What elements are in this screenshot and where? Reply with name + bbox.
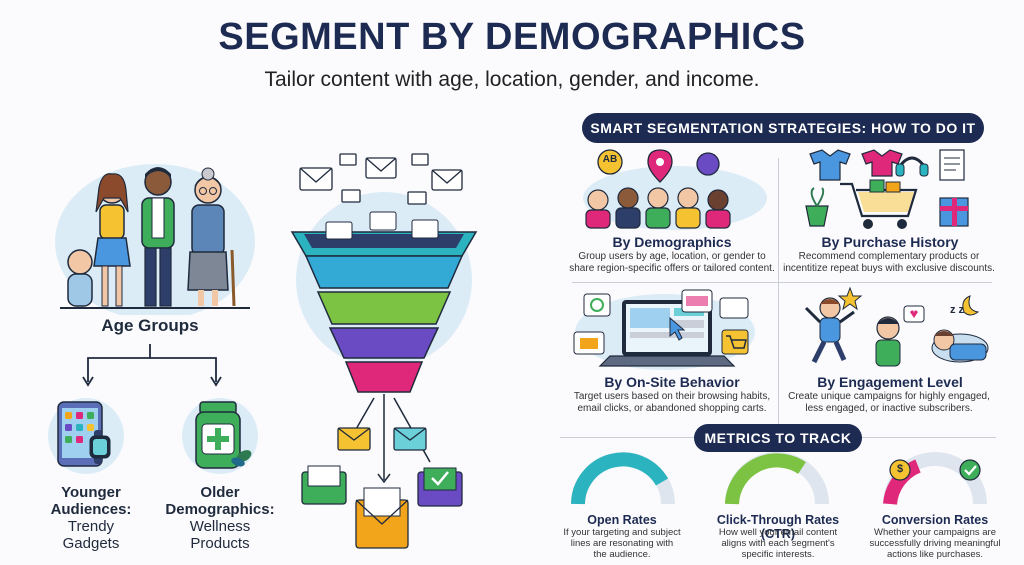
open-rates-gauge bbox=[571, 452, 675, 505]
email-funnel-illustration bbox=[290, 153, 478, 549]
conversion-rates-title: Conversion Rates bbox=[881, 513, 989, 527]
by-purchase-history-title: By Purchase History bbox=[821, 234, 959, 250]
family-illustration bbox=[55, 164, 255, 315]
strategies-heading: SMART SEGMENTATION STRATEGIES: HOW TO DO… bbox=[582, 113, 984, 143]
ctr-gauge bbox=[725, 452, 829, 505]
by-engagement-level-title: By Engagement Level bbox=[817, 374, 963, 390]
page-subtitle: Tailor content with age, location, gende… bbox=[264, 68, 760, 91]
conversion-rates-desc: Whether your campaigns are successfully … bbox=[869, 527, 1001, 560]
tablet-watch-icon bbox=[48, 398, 124, 474]
dollar-icon: $ bbox=[896, 463, 904, 475]
laptop-browsing-icon bbox=[573, 289, 755, 370]
sleep-zz-label: z z bbox=[950, 304, 965, 316]
by-demographics-title: By Demographics bbox=[612, 234, 732, 250]
ctr-title: Click-Through Rates (CTR) bbox=[716, 513, 840, 541]
open-rates-desc: If your targeting and subject lines are … bbox=[563, 527, 681, 560]
by-on-site-behavior-title: By On-Site Behavior bbox=[604, 374, 740, 390]
grandma-figure bbox=[187, 167, 236, 307]
by-engagement-level-desc: Create unique campaigns for highly engag… bbox=[788, 391, 990, 414]
ab-badge: AB bbox=[602, 154, 618, 165]
woman-figure bbox=[93, 173, 131, 307]
younger-audiences-label: Younger Audiences: Trendy Gadgets bbox=[50, 484, 132, 552]
strategies-divider-vertical bbox=[778, 158, 779, 428]
envelope-icon bbox=[299, 153, 463, 205]
strategies-divider-horizontal bbox=[572, 282, 992, 283]
age-groups-label: Age Groups bbox=[101, 316, 199, 335]
by-on-site-behavior-desc: Target users based on their browsing hab… bbox=[573, 391, 771, 414]
baby-figure bbox=[67, 249, 93, 307]
metric-gauges bbox=[571, 452, 987, 505]
metrics-heading: METRICS TO TRACK bbox=[694, 424, 862, 452]
ctr-desc: How well your email content aligns with … bbox=[718, 527, 838, 560]
shopping-cart-icon bbox=[805, 149, 969, 229]
age-groups-connector bbox=[82, 344, 222, 387]
engagement-people-icon bbox=[804, 286, 989, 367]
open-rates-title: Open Rates bbox=[587, 513, 657, 527]
older-demographics-label: Older Demographics: Wellness Products bbox=[165, 484, 275, 552]
demographics-people-icon bbox=[583, 149, 767, 230]
man-figure bbox=[141, 167, 175, 307]
by-purchase-history-desc: Recommend complementary products or ince… bbox=[783, 251, 995, 274]
supplement-bottle-icon bbox=[182, 398, 258, 474]
conversion-gauge bbox=[883, 452, 987, 505]
page-title: SEGMENT BY DEMOGRAPHICS bbox=[218, 16, 806, 58]
by-demographics-desc: Group users by age, location, or gender … bbox=[569, 251, 775, 274]
